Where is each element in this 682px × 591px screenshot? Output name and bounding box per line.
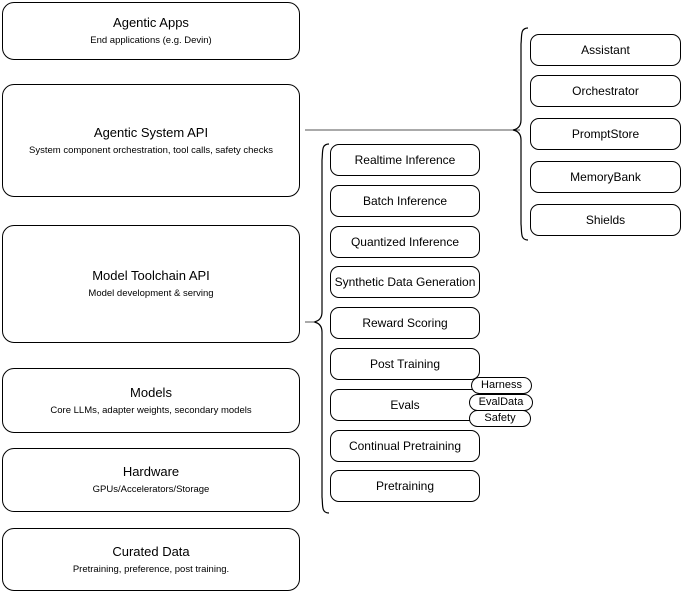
toolchain-item-label: Synthetic Data Generation	[334, 275, 476, 289]
system-component-shields[interactable]: Shields	[530, 204, 681, 236]
layer-title: Curated Data	[112, 543, 190, 559]
toolchain-item-quantized-inference[interactable]: Quantized Inference	[330, 226, 480, 258]
layer-title: Agentic Apps	[113, 15, 189, 30]
layer-subtitle: End applications (e.g. Devin)	[90, 35, 212, 46]
toolchain-item-evals[interactable]: Evals	[330, 389, 480, 421]
layer-subtitle: Pretraining, preference, post training.	[72, 563, 230, 575]
toolchain-item-label: Evals	[390, 398, 420, 412]
system-component-label: Assistant	[581, 43, 630, 57]
toolchain-item-label: Post Training	[369, 357, 441, 371]
toolchain-item-realtime-inference[interactable]: Realtime Inference	[330, 144, 480, 176]
layer-subtitle: GPUs/Accelerators/Storage	[92, 484, 210, 495]
layer-card-curated-data[interactable]: Curated Data Pretraining, preference, po…	[2, 528, 300, 591]
system-component-label: Orchestrator	[572, 84, 639, 98]
system-component-assistant[interactable]: Assistant	[530, 34, 681, 66]
toolchain-item-label: Batch Inference	[362, 194, 448, 208]
toolchain-item-label: Reward Scoring	[362, 316, 448, 330]
evals-tag-harness[interactable]: Harness	[471, 377, 532, 394]
toolchain-item-label: Realtime Inference	[354, 153, 456, 167]
system-component-orchestrator[interactable]: Orchestrator	[530, 75, 681, 107]
system-component-promptstore[interactable]: PromptStore	[530, 118, 681, 150]
toolchain-item-continual-pretraining[interactable]: Continual Pretraining	[330, 430, 480, 462]
system-component-label: Shields	[585, 213, 626, 227]
toolchain-item-label: Quantized Inference	[350, 235, 460, 249]
bracket-system-components	[512, 27, 529, 241]
layer-subtitle: System component orchestration, tool cal…	[29, 144, 273, 156]
layer-subtitle: Model development & serving	[88, 288, 214, 299]
layer-card-agentic-apps[interactable]: Agentic Apps End applications (e.g. Devi…	[2, 2, 300, 60]
layer-title: Hardware	[122, 464, 180, 479]
evals-tag-label: Harness	[481, 379, 522, 391]
toolchain-item-batch-inference[interactable]: Batch Inference	[330, 185, 480, 217]
toolchain-item-reward-scoring[interactable]: Reward Scoring	[330, 307, 480, 339]
layer-title: Model Toolchain API	[92, 268, 210, 283]
evals-tag-safety[interactable]: Safety	[469, 410, 531, 427]
layer-title: Models	[130, 384, 172, 400]
evals-tag-evaldata[interactable]: EvalData	[469, 394, 533, 411]
toolchain-item-post-training[interactable]: Post Training	[330, 348, 480, 380]
layer-title: Agentic System API	[93, 124, 209, 140]
bracket-model-toolchain	[313, 143, 330, 514]
layer-card-models[interactable]: Models Core LLMs, adapter weights, secon…	[2, 368, 300, 433]
system-component-label: MemoryBank	[570, 170, 641, 184]
toolchain-item-synthetic-data-generation[interactable]: Synthetic Data Generation	[330, 266, 480, 298]
evals-tag-label: Safety	[484, 412, 516, 424]
layer-card-model-toolchain-api[interactable]: Model Toolchain API Model development & …	[2, 225, 300, 343]
toolchain-item-label: Continual Pretraining	[348, 439, 462, 453]
layer-subtitle: Core LLMs, adapter weights, secondary mo…	[50, 404, 252, 416]
layer-card-hardware[interactable]: Hardware GPUs/Accelerators/Storage	[2, 448, 300, 512]
toolchain-item-pretraining[interactable]: Pretraining	[330, 470, 480, 502]
system-component-label: PromptStore	[571, 127, 640, 141]
layer-card-agentic-system-api[interactable]: Agentic System API System component orch…	[2, 84, 300, 197]
toolchain-item-label: Pretraining	[375, 479, 435, 493]
system-component-memorybank[interactable]: MemoryBank	[530, 161, 681, 193]
evals-tag-label: EvalData	[478, 396, 524, 408]
